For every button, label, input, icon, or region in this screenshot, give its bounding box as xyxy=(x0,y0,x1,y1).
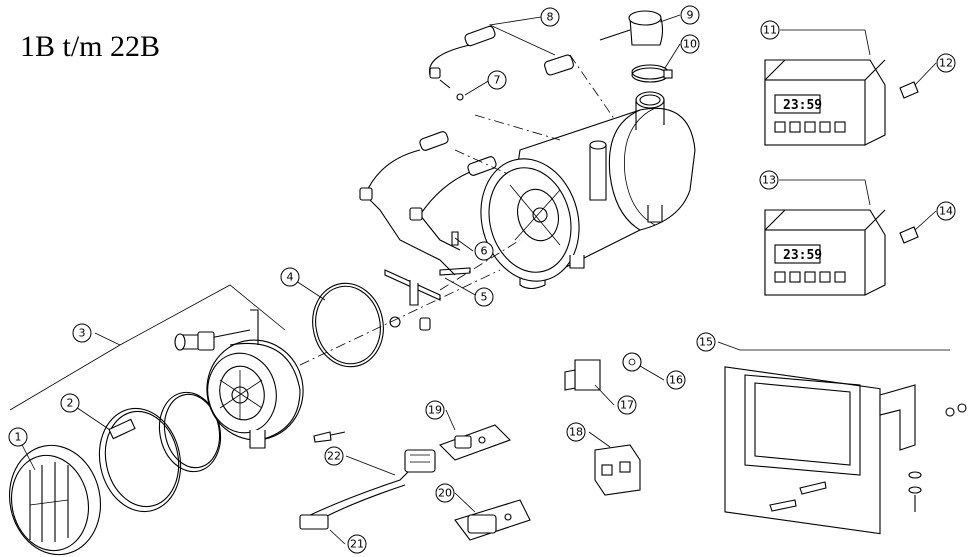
svg-text:12: 12 xyxy=(939,57,953,70)
svg-text:8: 8 xyxy=(547,11,554,24)
svg-text:15: 15 xyxy=(699,336,713,349)
callout-12: 12 xyxy=(936,53,956,73)
callout-1: 1 xyxy=(8,427,28,447)
svg-text:3: 3 xyxy=(79,327,86,340)
svg-text:7: 7 xyxy=(494,74,501,87)
svg-text:5: 5 xyxy=(481,291,488,304)
callout-7: 7 xyxy=(487,70,507,90)
callout-8: 8 xyxy=(540,7,560,27)
callout-20: 20 xyxy=(435,483,455,503)
svg-text:19: 19 xyxy=(428,404,442,417)
timer-11-display: 23:59 xyxy=(783,98,822,113)
svg-text:4: 4 xyxy=(287,271,294,284)
callout-4: 4 xyxy=(280,267,300,287)
svg-text:20: 20 xyxy=(438,487,452,500)
svg-text:10: 10 xyxy=(683,38,697,51)
callout-14: 14 xyxy=(936,201,956,221)
callout-17: 17 xyxy=(617,395,637,415)
callout-5: 5 xyxy=(474,287,494,307)
part-1-end-cap xyxy=(8,444,102,556)
svg-text:11: 11 xyxy=(763,24,777,37)
part-19-fuse-holder xyxy=(439,424,511,461)
callout-6: 6 xyxy=(474,241,494,261)
svg-text:13: 13 xyxy=(762,174,776,187)
callout-11: 11 xyxy=(760,20,780,40)
part-17-connector xyxy=(564,359,601,391)
svg-text:1: 1 xyxy=(15,431,22,444)
part-9-pipe-cap xyxy=(544,10,664,76)
svg-text:18: 18 xyxy=(569,426,583,439)
svg-text:2: 2 xyxy=(67,397,74,410)
part-4-o-ring xyxy=(312,282,384,368)
part-8-sensor-cable xyxy=(428,25,496,101)
part-16-connector xyxy=(622,352,642,372)
part-13-timer: 23:59 xyxy=(764,209,919,296)
diagram-title: 1B t/m 22B xyxy=(20,30,161,63)
callout-15: 15 xyxy=(696,332,716,352)
part-5-sensor-bracket xyxy=(384,267,471,331)
svg-text:22: 22 xyxy=(327,450,341,463)
timer-13-display: 23:59 xyxy=(783,248,822,263)
callout-21: 21 xyxy=(347,534,367,554)
part-20-fuse-holder xyxy=(454,499,531,541)
callout-22: 22 xyxy=(324,446,344,466)
part-6-sensor-harness xyxy=(359,131,497,276)
svg-text:16: 16 xyxy=(669,374,683,387)
callout-2: 2 xyxy=(60,393,80,413)
svg-text:14: 14 xyxy=(939,205,953,218)
part-2-hose-clamp xyxy=(98,407,182,513)
part-3-burner-assembly xyxy=(158,309,346,473)
callout-3: 3 xyxy=(72,323,92,343)
svg-text:21: 21 xyxy=(350,538,364,551)
callout-10: 10 xyxy=(680,34,700,54)
svg-text:6: 6 xyxy=(481,245,488,258)
part-15-mounting-frame xyxy=(724,366,967,535)
callout-leaders xyxy=(9,14,950,545)
part-10-clamp xyxy=(631,64,673,83)
callout-13: 13 xyxy=(759,170,779,190)
callout-9: 9 xyxy=(680,5,700,25)
part-11-timer: 23:59 xyxy=(764,59,919,146)
heater-body xyxy=(480,91,696,290)
callout-19: 19 xyxy=(425,400,445,420)
part-18-relay-block xyxy=(594,444,641,496)
callout-16: 16 xyxy=(666,370,686,390)
part-22-cable-harness xyxy=(299,449,436,530)
svg-text:9: 9 xyxy=(687,9,694,22)
svg-text:17: 17 xyxy=(620,399,634,412)
callout-18: 18 xyxy=(566,422,586,442)
